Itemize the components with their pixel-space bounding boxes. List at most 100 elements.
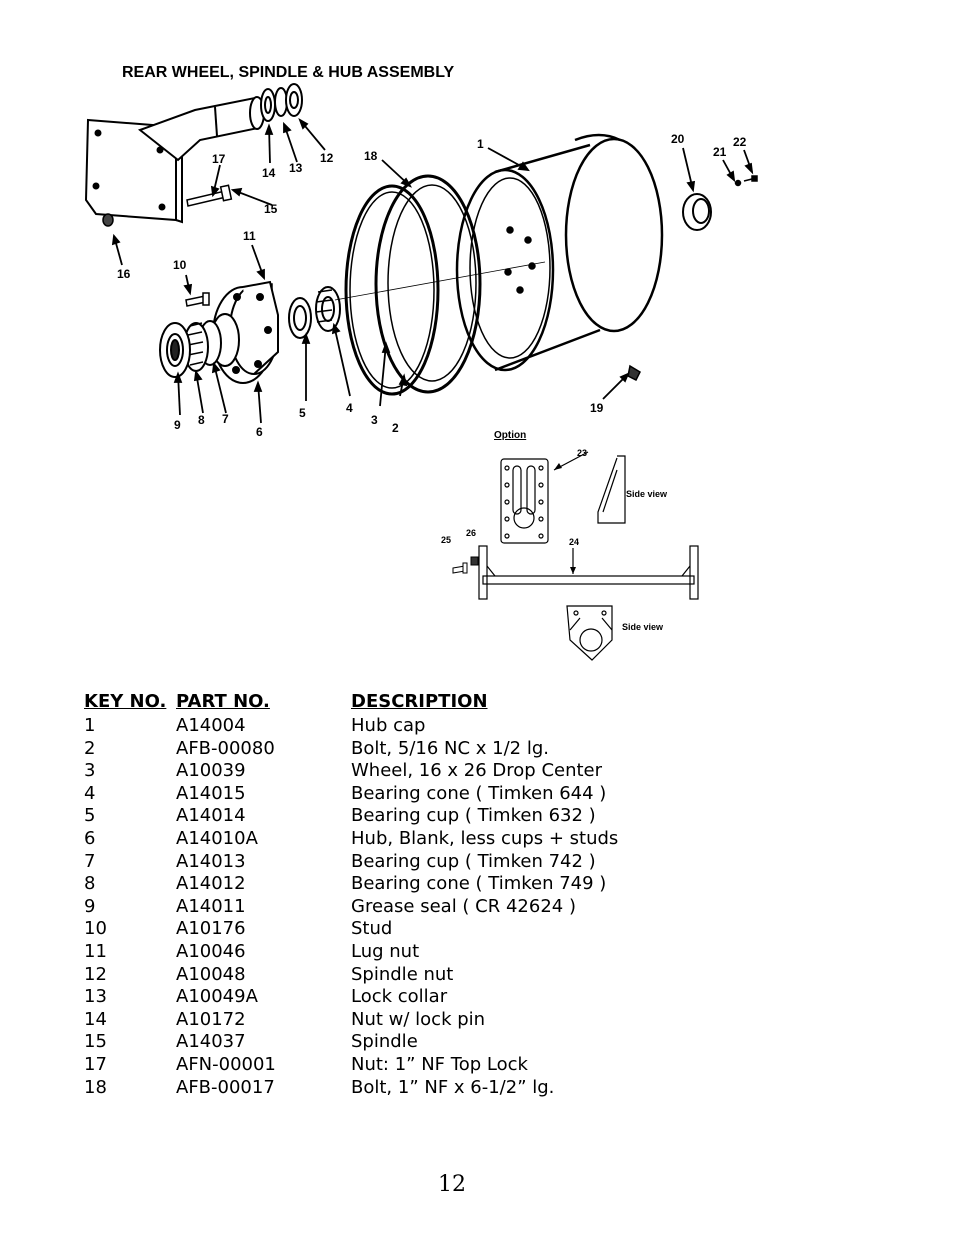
side-view-label-2: Side view [622,622,664,632]
small-bolts [734,175,758,187]
part-no-cell: A14037 [176,1031,246,1053]
callout-2: 2 [392,421,399,435]
parts-table-header: KEY NO. PART NO. DESCRIPTION [84,691,618,715]
arrow-24 [570,567,576,574]
callout-22: 22 [733,135,747,149]
callout-17: 17 [212,152,226,166]
part-no-cell: A14015 [176,782,246,804]
description-cell: Spindle nut [351,963,454,985]
callout-25: 25 [441,535,451,545]
callout-12: 12 [320,151,334,165]
description-cell: Bolt, 1” NF x 6-1/2” lg. [351,1076,555,1098]
option-mount-plate-23 [500,458,549,544]
callout-numbers: 1 2 3 4 5 6 7 8 9 10 11 12 13 14 15 16 1… [117,132,747,439]
outer-bearing-set [288,286,341,339]
spindle [137,96,265,162]
callout-24: 24 [569,537,579,547]
option-label: Option [494,430,526,441]
description-cell: Grease seal ( CR 42624 ) [351,895,576,917]
stud-10 [185,292,210,307]
description-cell: Wheel, 16 x 26 Drop Center [351,760,603,782]
callout-23: 23 [577,448,587,458]
parts-table-body: 1 A14004 Hub cap 2 AFB-00080 Bolt, 5/16 NC x … [84,715,618,1099]
key-no-cell: 18 [84,1076,107,1098]
hub-cap [682,193,712,231]
callout-20: 20 [671,132,685,146]
part-no-cell: AFB-00017 [176,1076,275,1098]
callout-5: 5 [299,406,306,420]
callout-8: 8 [198,413,205,427]
table-row: 2 AFB-00080 Bolt, 5/16 NC x 1/2 lg. [84,738,618,761]
side-view-label-1: Side view [626,489,668,499]
part-no-cell: A10048 [176,963,246,985]
part-no-cell: A10172 [176,1008,246,1030]
callout-10: 10 [173,258,187,272]
key-no-cell: 12 [84,963,107,985]
header-part-no: PART NO. [176,691,270,712]
key-no-cell: 10 [84,918,107,940]
part-no-cell: AFN-00001 [176,1053,276,1075]
key-no-cell: 11 [84,940,107,962]
key-no-cell: 5 [84,805,96,827]
diagram-title: REAR WHEEL, SPINDLE & HUB ASSEMBLY [122,64,455,81]
description-cell: Hub cap [351,715,426,736]
exploded-assembly-diagram: REAR WHEEL, SPINDLE & HUB ASSEMBLY [84,64,758,661]
part-no-cell: A10046 [176,940,246,962]
description-cell: Bolt, 5/16 NC x 1/2 lg. [351,737,549,759]
key-no-cell: 9 [84,895,96,917]
table-row: 6 A14010A Hub, Blank, less cups + studs [84,828,618,851]
description-cell: Bearing cone ( Timken 644 ) [351,782,607,804]
key-no-cell: 6 [84,827,96,849]
callout-6: 6 [256,425,263,439]
key-no-cell: 7 [84,850,96,872]
key-no-cell: 14 [84,1008,107,1030]
option-axle-bar-24 [478,545,699,600]
description-cell: Hub, Blank, less cups + studs [351,827,619,849]
header-description: DESCRIPTION [351,691,488,712]
option-nut-26 [470,556,479,566]
header-key-no: KEY NO. [84,691,167,712]
description-cell: Nut: 1” NF Top Lock [351,1053,528,1075]
description-cell: Lug nut [351,940,420,962]
option-side-view-mount [566,605,613,661]
part-no-cell: A14004 [176,715,246,736]
callout-26: 26 [466,528,476,538]
table-row: 1 A14004 Hub cap [84,715,618,738]
description-cell: Bearing cup ( Timken 632 ) [351,805,596,827]
callout-21: 21 [713,145,727,159]
part-no-cell: AFB-00080 [176,737,275,759]
inner-bearing-set [159,320,222,378]
callout-13: 13 [289,161,303,175]
nut-16 [102,213,114,227]
part-no-cell: A14010A [176,827,258,849]
callout-4: 4 [346,401,353,415]
callout-16: 16 [117,267,131,281]
key-no-cell: 15 [84,1031,107,1053]
callout-9: 9 [174,418,181,432]
key-no-cell: 1 [84,715,96,736]
callout-18: 18 [364,149,378,163]
part-no-cell: A14012 [176,873,246,895]
callout-15: 15 [264,202,278,216]
key-no-cell: 8 [84,873,96,895]
part-no-cell: A10176 [176,918,246,940]
hub [210,280,279,384]
parts-table: KEY NO. PART NO. DESCRIPTION 1 A14004 Hub … [84,691,618,1099]
part-no-cell: A10039 [176,760,246,782]
key-no-cell: 2 [84,737,96,759]
option-bolt-25 [452,562,468,574]
callout-3: 3 [371,413,378,427]
leader-lines [111,117,754,424]
key-no-cell: 13 [84,986,107,1008]
wheel-rings [344,174,482,396]
part-no-cell: A10049A [176,986,258,1008]
